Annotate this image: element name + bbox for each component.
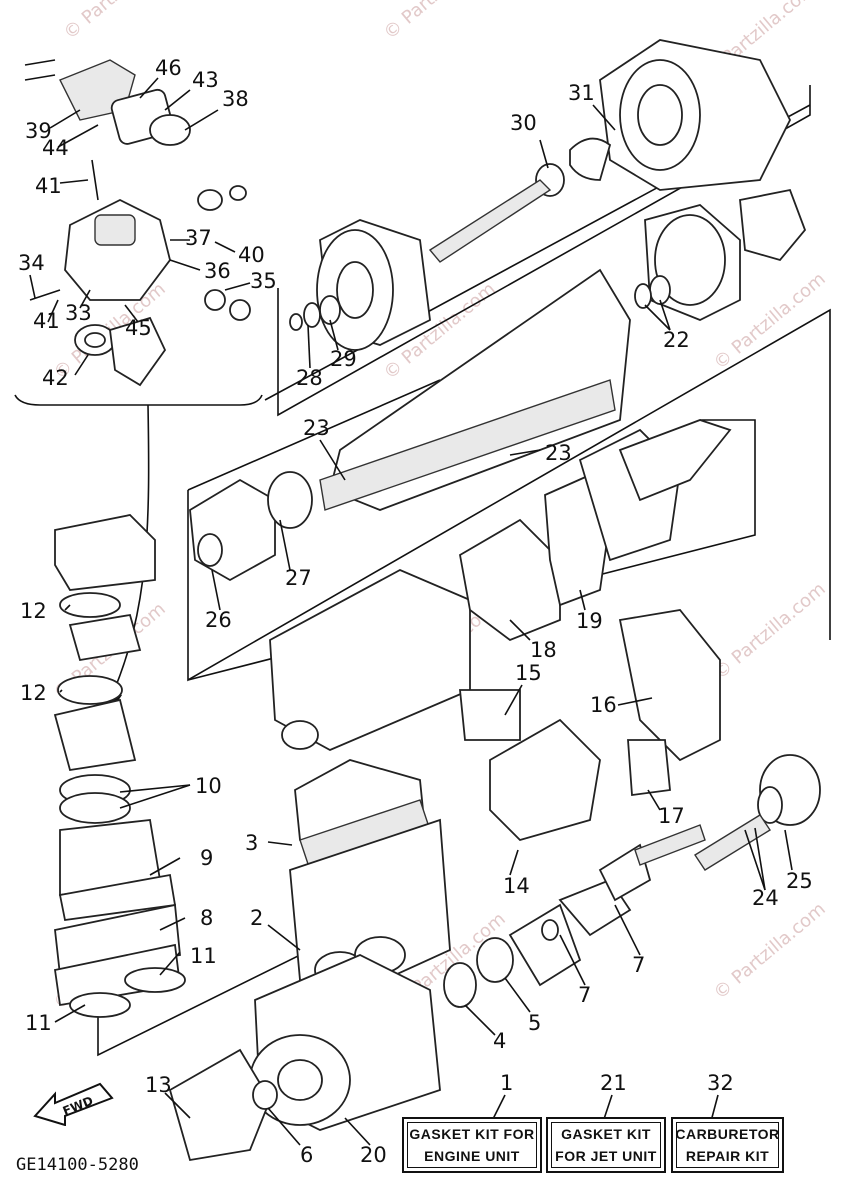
- watermark: © Partzilla.com: [380, 0, 500, 44]
- callout-33: 33: [65, 301, 92, 325]
- callout-23: 23: [303, 416, 330, 440]
- callout-38: 38: [222, 87, 249, 111]
- callout-26: 26: [205, 608, 232, 632]
- kit-line2: FOR JET UNIT: [555, 1148, 657, 1164]
- callout-21: 21: [600, 1071, 627, 1095]
- watermark: © Partzilla.com: [710, 898, 830, 1003]
- callout-19: 19: [576, 609, 603, 633]
- callout-29: 29: [330, 347, 357, 371]
- callout-36: 36: [204, 259, 231, 283]
- callout-1: 1: [500, 1071, 513, 1095]
- callout-41: 41: [35, 174, 62, 198]
- callout-5: 5: [528, 1011, 541, 1035]
- callout-45: 45: [125, 316, 152, 340]
- callout-16: 16: [590, 693, 617, 717]
- left-intake-stack: [53, 514, 186, 1018]
- callout-18: 18: [530, 638, 557, 662]
- engine-assembly: [168, 759, 706, 1162]
- callout-39: 39: [25, 119, 52, 143]
- callout-37: 37: [185, 226, 212, 250]
- callout-25: 25: [786, 869, 813, 893]
- callout-11: 11: [25, 1011, 52, 1035]
- callout-7: 7: [632, 953, 645, 977]
- callout-14: 14: [503, 874, 530, 898]
- watermark: © Partzilla.com: [60, 0, 180, 44]
- callout-23: 23: [545, 441, 572, 465]
- carburetor-repair-kit: CARBURETOR REPAIR KIT: [671, 1117, 784, 1173]
- callout-43: 43: [192, 68, 219, 92]
- callout-8: 8: [200, 906, 213, 930]
- callout-17: 17: [658, 804, 685, 828]
- callout-28: 28: [296, 366, 323, 390]
- callout-15: 15: [515, 661, 542, 685]
- diagram-code: GE14100-5280: [16, 1155, 139, 1175]
- callout-30: 30: [510, 111, 537, 135]
- callout-32: 32: [707, 1071, 734, 1095]
- intake-manifold-assembly: [189, 419, 821, 871]
- kit-line1: GASKET KIT FOR: [409, 1126, 535, 1142]
- callout-41: 41: [33, 309, 60, 333]
- callout-22: 22: [663, 328, 690, 352]
- callout-7: 7: [578, 983, 591, 1007]
- callout-34: 34: [18, 251, 45, 275]
- callout-24: 24: [752, 886, 779, 910]
- callout-46: 46: [155, 56, 182, 80]
- carburetor-assembly: [24, 59, 251, 387]
- callout-3: 3: [245, 831, 258, 855]
- callout-44: 44: [42, 136, 69, 160]
- callout-9: 9: [200, 846, 213, 870]
- kit-line2: ENGINE UNIT: [424, 1148, 520, 1164]
- gasket-kit-engine-unit: GASKET KIT FOR ENGINE UNIT: [402, 1117, 542, 1173]
- callout-13: 13: [145, 1073, 172, 1097]
- callout-labels: 1 2 3 4 5 6 7 7 8 9 10 11 11 12 12 13 14…: [18, 56, 813, 1167]
- callout-40: 40: [238, 243, 265, 267]
- callout-27: 27: [285, 566, 312, 590]
- callout-12: 12: [20, 681, 47, 705]
- callout-11: 11: [190, 944, 217, 968]
- callout-20: 20: [360, 1143, 387, 1167]
- callout-12: 12: [20, 599, 47, 623]
- kit-line2: REPAIR KIT: [685, 1148, 770, 1164]
- watermark: © Partzilla.com: [710, 578, 830, 683]
- leader-lines: [29, 77, 793, 1146]
- callout-31: 31: [568, 81, 595, 105]
- callout-4: 4: [493, 1029, 506, 1053]
- gasket-kit-jet-unit: GASKET KIT FOR JET UNIT: [546, 1117, 666, 1173]
- callout-10: 10: [195, 774, 222, 798]
- kit-line1: GASKET KIT: [561, 1126, 651, 1142]
- callout-35: 35: [250, 269, 277, 293]
- kit-line1: CARBURETOR: [675, 1126, 780, 1142]
- fwd-arrow-icon: FWD: [30, 1076, 120, 1127]
- callout-6: 6: [300, 1143, 313, 1167]
- jet-pump-assembly: [289, 39, 807, 511]
- callout-2: 2: [250, 906, 263, 930]
- callout-42: 42: [42, 366, 69, 390]
